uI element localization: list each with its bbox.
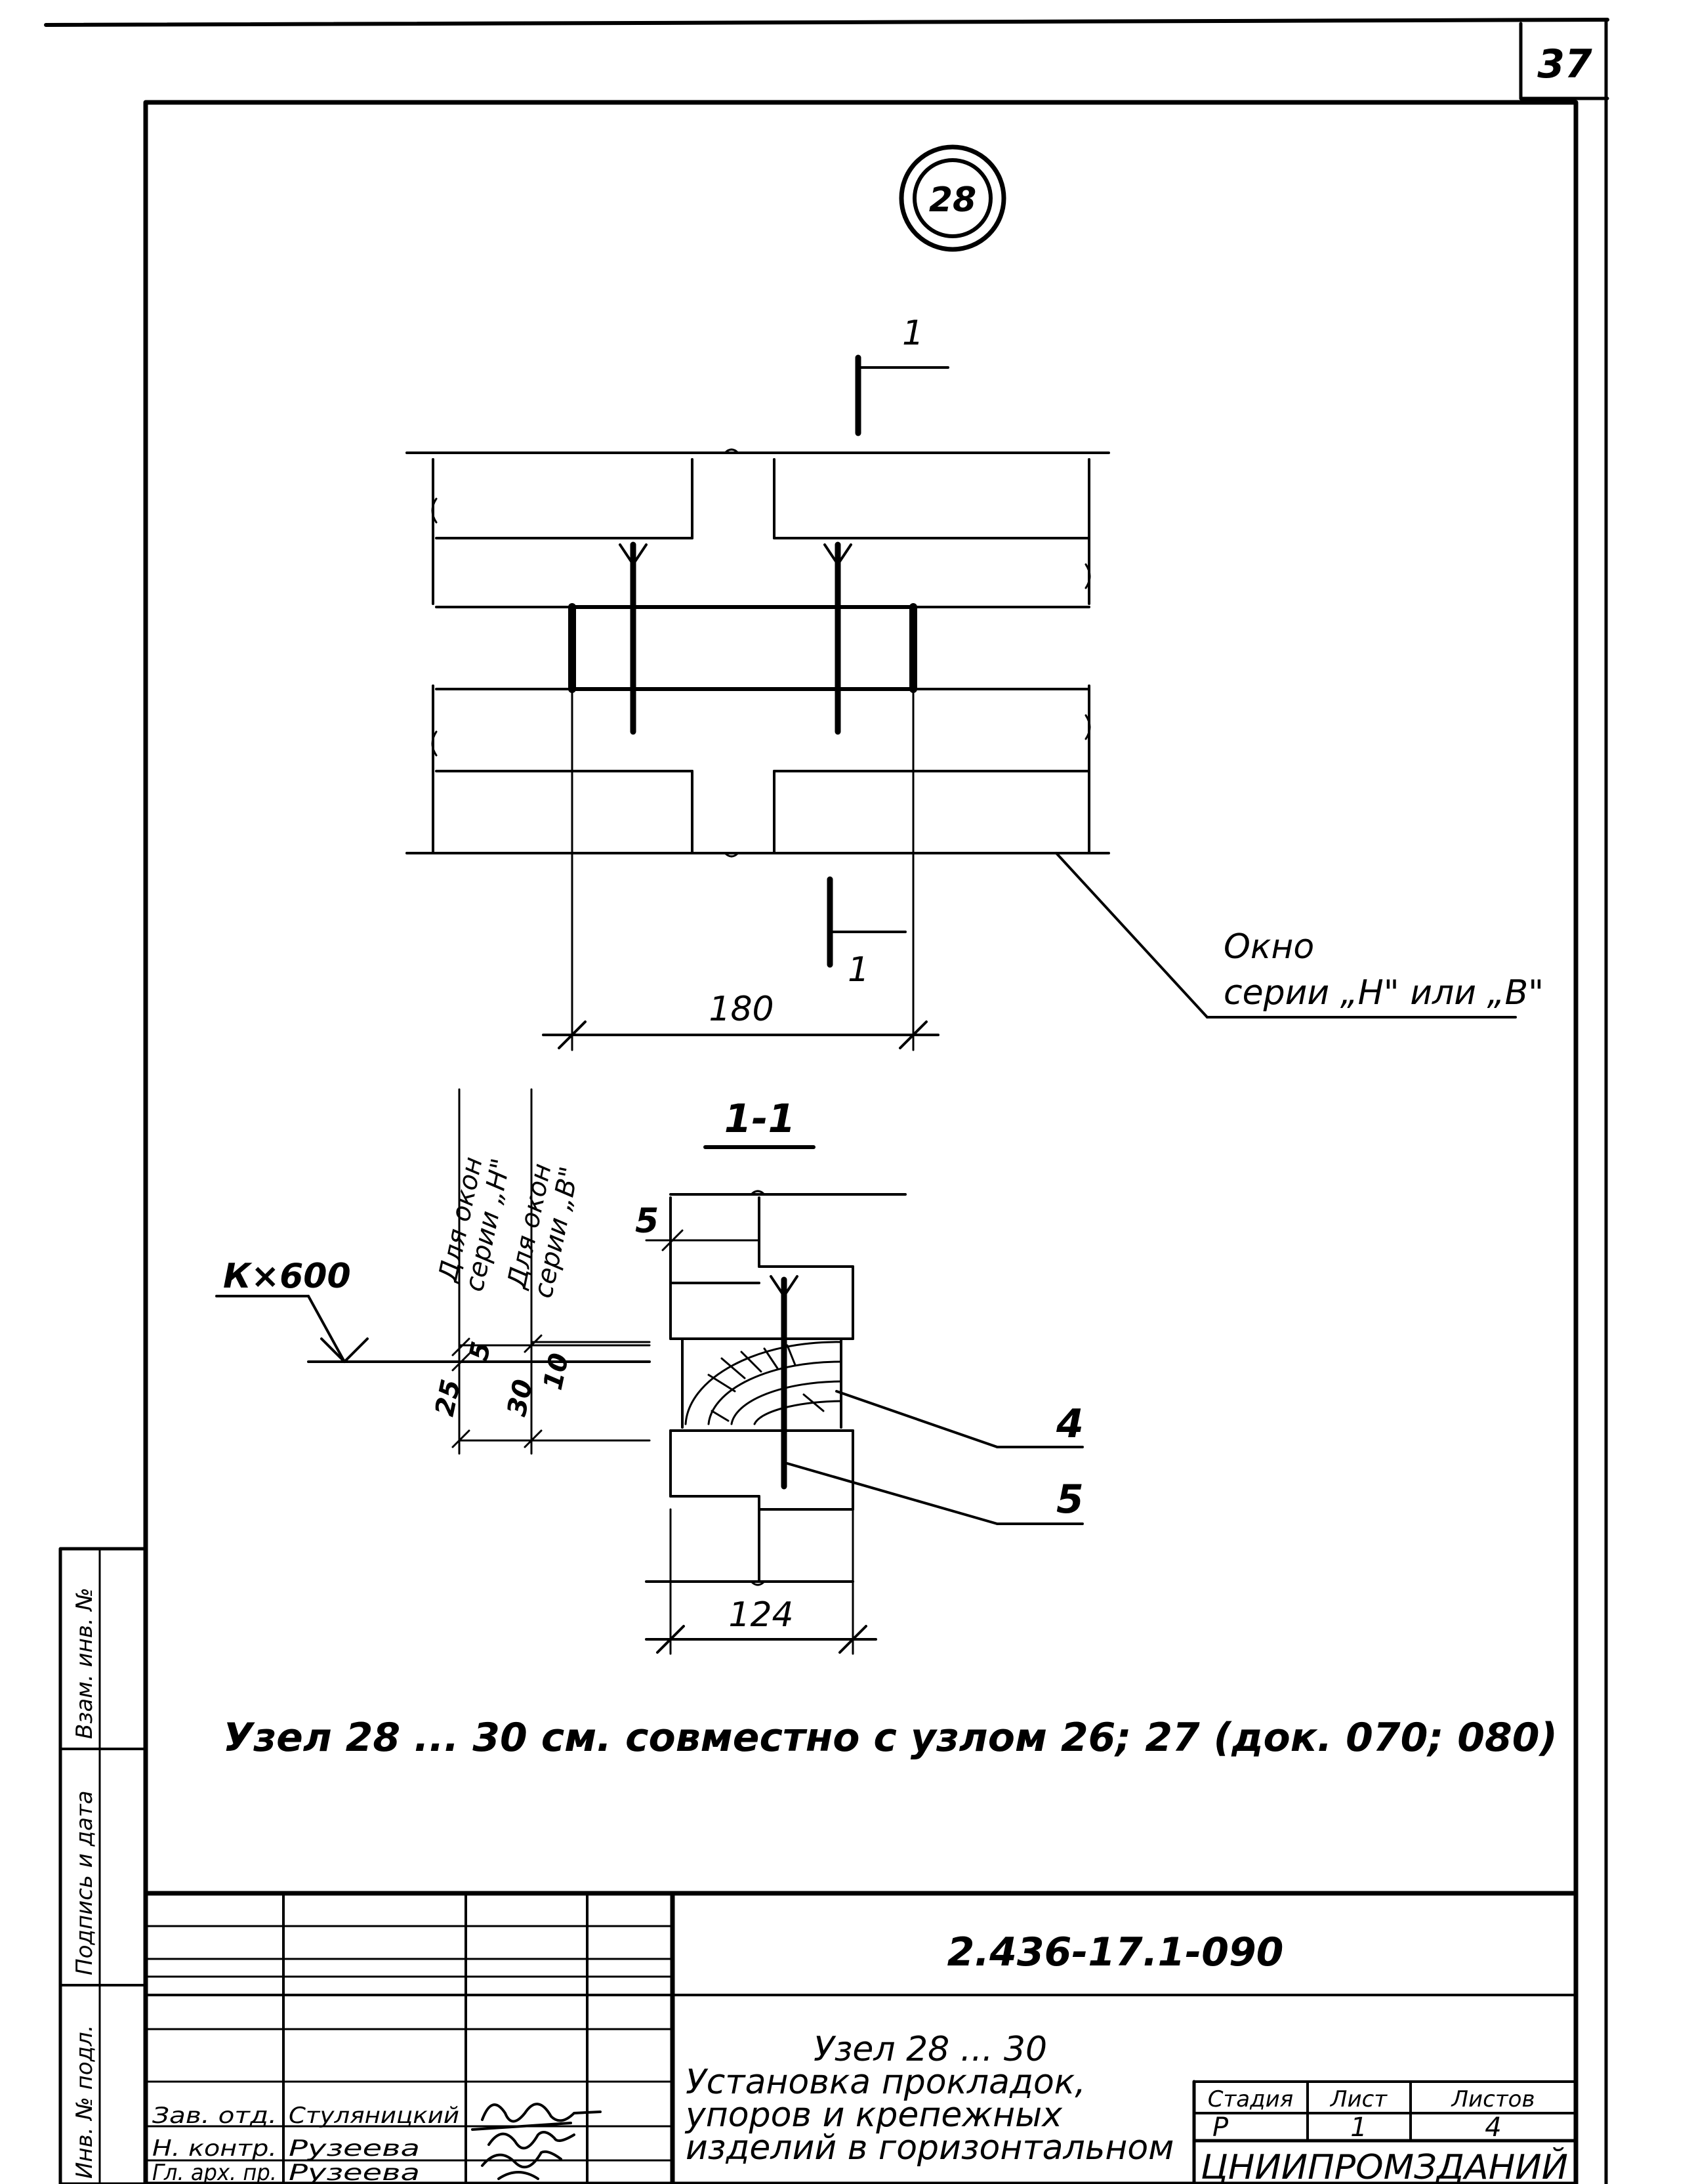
- node-badge-inner-circle: [913, 158, 993, 238]
- stage-header: Стадия: [1208, 2086, 1293, 2112]
- title-line-2: Установка прокладок,: [686, 2063, 1086, 2102]
- section-mark-top-label: 1: [902, 314, 924, 353]
- title-line-4: изделий в горизонтальном: [686, 2128, 1174, 2168]
- sheets-header: Листов: [1450, 2086, 1535, 2112]
- dim-25: 25: [430, 1377, 467, 1419]
- section-mark-bottom-label: 1: [848, 950, 869, 990]
- document-code: 2.436-17.1-090: [947, 1929, 1284, 1975]
- margin-field-3: Инв. № подл.: [72, 2025, 98, 2179]
- page-number: 37: [1537, 41, 1592, 87]
- sheet-header: Лист: [1329, 2086, 1388, 2112]
- title-block: [143, 1891, 1579, 2184]
- pad-arcs: [684, 1341, 842, 1425]
- dim-5-small: 5: [464, 1339, 497, 1363]
- margin-field-1: Взам. инв. №: [72, 1587, 98, 1739]
- signature-role-1: Зав. отд.: [152, 2103, 277, 2129]
- section-title: 1-1: [724, 1096, 795, 1142]
- elevation-label: К×600: [223, 1257, 351, 1296]
- title-line-1: Узел 28 ... 30: [814, 2030, 1047, 2069]
- signature-role-2: Н. контр.: [152, 2135, 277, 2162]
- top-edge-line: [44, 18, 1609, 27]
- plan-view: [405, 354, 1517, 1051]
- callout-4: 4: [1056, 1401, 1084, 1447]
- margin-stamp: [58, 1547, 148, 2184]
- title-line-3: упоров и крепежных: [684, 2095, 1063, 2135]
- callout-5: 5: [1056, 1477, 1084, 1522]
- node-badge-label: 28: [929, 180, 976, 220]
- node-badge-outer-circle: [899, 144, 1006, 252]
- dim-5-top: 5: [635, 1202, 659, 1241]
- dim-124: 124: [728, 1595, 793, 1635]
- section-view: [215, 1088, 1084, 1655]
- organization: ЦНИИПРОМЗДАНИЙ: [1201, 2147, 1568, 2184]
- window-leader: [1055, 852, 1209, 1018]
- signatures: [471, 2103, 602, 2180]
- plan-dimension-180: 180: [709, 990, 774, 1029]
- window-label-line1: Окно: [1224, 927, 1314, 967]
- margin-field-2: Подпись и дата: [72, 1790, 98, 1975]
- window-label-line2: серии „Н" или „В": [1224, 973, 1544, 1013]
- signature-name-2: Рузеева: [289, 2135, 420, 2162]
- dim-30: 30: [502, 1377, 539, 1419]
- pad-element-plan: [570, 605, 915, 691]
- callout-leader-4: [835, 1390, 999, 1448]
- callout-leader-5: [786, 1462, 999, 1525]
- drawing-note: Узел 28 ... 30 см. совместно с узлом 26;…: [223, 1715, 1558, 1761]
- signature-name-3: Рузеева: [289, 2160, 420, 2184]
- sheets-value: 4: [1485, 2112, 1501, 2143]
- stage-value: Р: [1212, 2112, 1229, 2143]
- signature-role-3: Гл. арх. пр.: [152, 2160, 277, 2184]
- dim-10: 10: [538, 1351, 575, 1393]
- sheet-value: 1: [1350, 2112, 1367, 2143]
- signature-name-1: Стуляницкий: [289, 2103, 459, 2129]
